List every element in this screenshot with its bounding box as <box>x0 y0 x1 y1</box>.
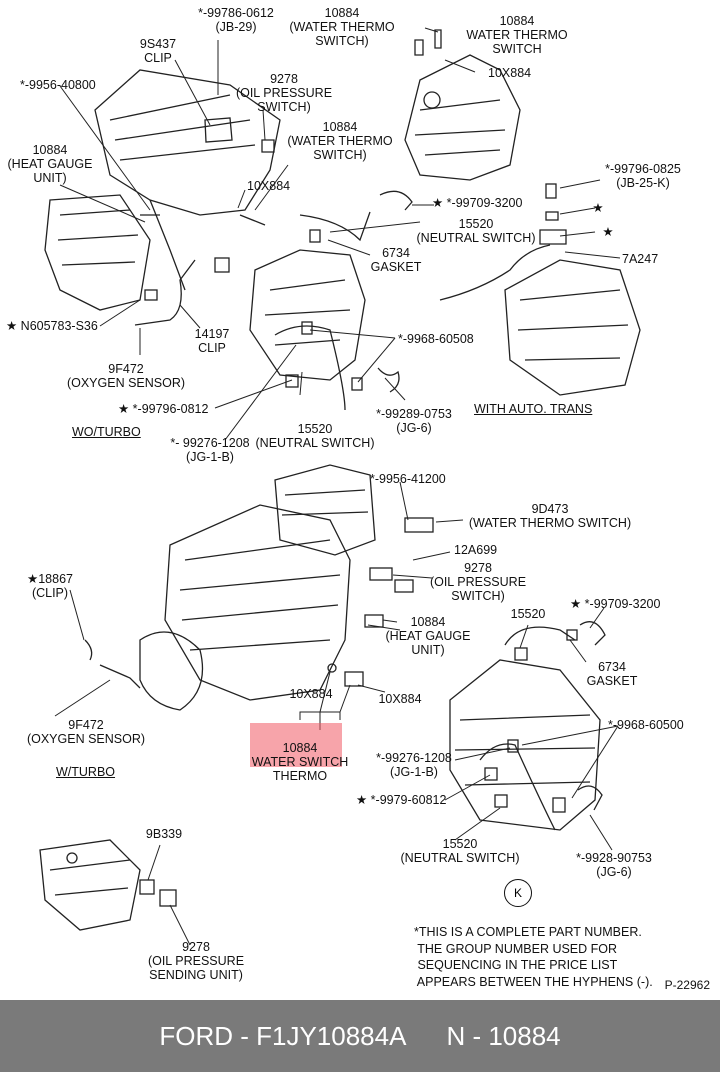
label-99709-3200-lower: ★ *-99709-3200 <box>570 597 661 611</box>
label-99709-3200-upper: ★ *-99709-3200 <box>432 196 523 210</box>
heading-w-turbo: W/TURBO <box>56 765 116 779</box>
label-9s437-clip: 9S437 CLIP <box>139 37 177 65</box>
label-7a247: 7A247 <box>622 252 659 266</box>
engine-top-left-drawing <box>44 69 281 311</box>
label-10x884-lower-left: 10X884 <box>289 687 333 701</box>
heading-with-auto-trans: WITH AUTO. TRANS <box>474 402 593 416</box>
footer-bar: FORD - F1JY10884A N - 10884 <box>0 1000 720 1072</box>
highlight-box <box>250 723 342 767</box>
diagram-artwork <box>39 27 641 946</box>
star-marker-2: ★ <box>602 225 614 239</box>
label-15520-neutral-switch-lower: 15520 (NEUTRAL SWITCH) <box>400 837 520 865</box>
label-9d473-water-thermo-switch: 9D473 (WATER THERMO SWITCH) <box>468 502 632 530</box>
label-99289-0753: *-99289-0753 (JG-6) <box>376 407 452 435</box>
transmission-center-drawing <box>249 211 400 411</box>
label-15520-neutral-switch-mid: 15520 (NEUTRAL SWITCH) <box>255 422 375 450</box>
oxygen-sensor-upper-drawing <box>134 214 266 326</box>
label-9968-60500: *-9968-60500 <box>608 718 684 732</box>
footer-catalog-number: N - 10884 <box>446 1020 561 1051</box>
label-9956-41200: *-9956-41200 <box>370 472 446 486</box>
label-10884-heat-gauge-unit-lower: 10884 (HEAT GAUGE UNIT) <box>385 615 471 657</box>
label-10884-heat-gauge-unit: 10884 (HEAT GAUGE UNIT) <box>7 143 93 185</box>
parts-diagram: *-99786-0612 (JB-29) 9S437 CLIP 9278 (OI… <box>6 6 710 992</box>
transmission-lower-right-drawing <box>449 621 606 831</box>
label-15520-neutral-switch-upper: 15520 (NEUTRAL SWITCH) <box>416 217 536 245</box>
label-10884-water-thermo-switch-mid: 10884 (WATER THERMO SWITCH) <box>287 120 393 162</box>
label-12a699: 12A699 <box>454 543 498 557</box>
label-99796-0812: ★ *-99796-0812 <box>118 402 209 416</box>
label-10x884-mid: 10X884 <box>247 179 291 193</box>
oil-pressure-unit-drawing <box>39 839 177 931</box>
engine-top-right-drawing <box>404 29 521 181</box>
label-n605783-s36: ★ N605783-S36 <box>6 319 98 333</box>
auto-trans-drawing <box>379 183 641 396</box>
footer-part-number: FORD - F1JY10884A <box>159 1020 407 1051</box>
label-99276-1208-upper: *- 99276-1208 (JG-1-B) <box>170 436 250 464</box>
label-10884-water-thermo-switch-top: 10884 (WATER THERMO SWITCH) <box>289 6 395 48</box>
label-9956-40800: *-9956-40800 <box>20 78 96 92</box>
star-marker-1: ★ <box>592 201 604 215</box>
label-10884-water-thermo-switch-right: 10884 WATER THERMO SWITCH <box>466 14 568 56</box>
label-9968-60508: *-9968-60508 <box>398 332 474 346</box>
label-9278-oil-pressure-switch: 9278 (OIL PRESSURE SWITCH) <box>235 72 333 114</box>
plate-number: P-22962 <box>664 978 710 992</box>
label-10884-water-switch-thermo: 10884 WATER SWITCH THERMO <box>251 741 349 783</box>
label-99786-0612: *-99786-0612 (JB-29) <box>198 6 274 34</box>
label-10x884-top-right: 10X884 <box>488 66 532 80</box>
engine-lower-drawing <box>84 464 434 711</box>
leader-lines <box>54 27 621 946</box>
label-15520-lower-right: 15520 <box>510 607 546 621</box>
label-99276-1208-lower: *-99276-1208 (JG-1-B) <box>376 751 452 779</box>
label-9278-oil-pressure-sending-unit: 9278 (OIL PRESSURE SENDING UNIT) <box>147 940 245 982</box>
label-6734-gasket-upper: 6734 GASKET <box>370 246 422 274</box>
section-marker-k: K <box>504 879 532 907</box>
label-9f472-oxygen-sensor-lower: 9F472 (OXYGEN SENSOR) <box>26 718 146 746</box>
heading-wo-turbo: WO/TURBO <box>72 425 141 439</box>
label-10x884-lower-right: 10X884 <box>378 692 422 706</box>
label-14197-clip: 14197 CLIP <box>194 327 230 355</box>
label-9979-60812: ★ *-9979-60812 <box>356 793 447 807</box>
label-9928-90753: *-9928-90753 (JG-6) <box>576 851 652 879</box>
label-9b339: 9B339 <box>145 827 183 841</box>
label-9f472-oxygen-sensor-upper: 9F472 (OXYGEN SENSOR) <box>66 362 186 390</box>
label-18867-clip: ★18867 (CLIP) <box>27 572 73 600</box>
label-9278-oil-pressure-switch-lower: 9278 (OIL PRESSURE SWITCH) <box>429 561 527 603</box>
label-6734-gasket-lower: 6734 GASKET <box>586 660 638 688</box>
label-99796-0825: *-99796-0825 (JB-25-K) <box>605 162 681 190</box>
part-number-note: *THIS IS A COMPLETE PART NUMBER. THE GRO… <box>414 925 653 989</box>
